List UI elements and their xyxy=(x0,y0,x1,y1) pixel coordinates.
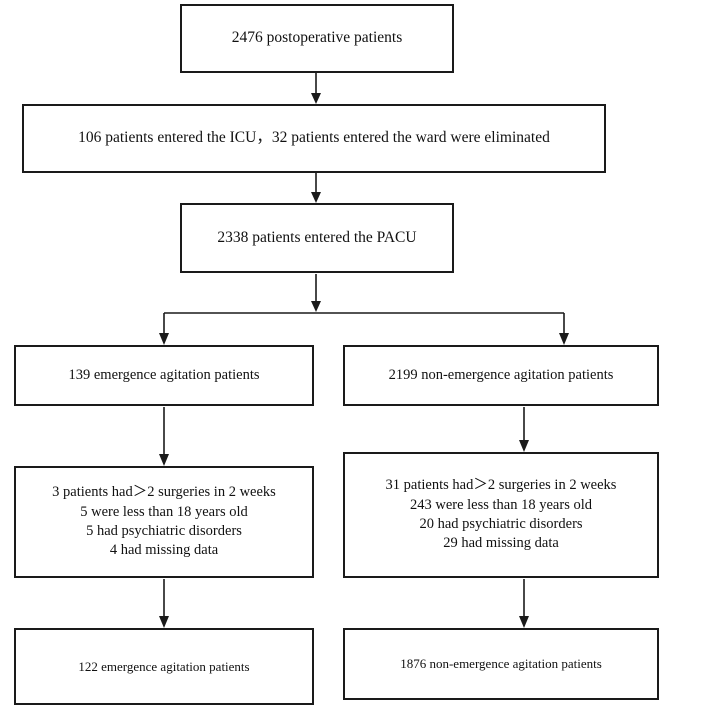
node-ea-exclusion-criteria-label: 3 patients had＞2 surgeries in 2 weeks 5 … xyxy=(52,484,276,559)
connector-excluded-to-pacu xyxy=(311,173,321,203)
node-excluded-icu-ward-label: 106 patients entered the ICU，32 patients… xyxy=(78,129,550,147)
connector-pacu-to-split xyxy=(311,274,321,312)
node-pacu-patients: 2338 patients entered the PACU xyxy=(180,203,454,273)
connector-ea-to-exclusions xyxy=(159,407,169,466)
node-pacu-patients-label: 2338 patients entered the PACU xyxy=(217,228,417,246)
node-excluded-icu-ward: 106 patients entered the ICU，32 patients… xyxy=(22,104,606,173)
node-final-emergence-agitation-label: 122 emergence agitation patients xyxy=(78,658,250,674)
connector-split-bracket xyxy=(159,312,569,345)
connector-ea-exclusions-to-final xyxy=(159,579,169,628)
connector-nonea-to-exclusions xyxy=(519,407,529,452)
node-total-patients: 2476 postoperative patients xyxy=(180,4,454,73)
node-nonea-exclusion-criteria: 31 patients had＞2 surgeries in 2 weeks 2… xyxy=(343,452,659,578)
node-emergence-agitation-label: 139 emergence agitation patients xyxy=(68,366,260,383)
connector-total-to-excluded xyxy=(311,73,321,104)
node-non-emergence-agitation-label: 2199 non-emergence agitation patients xyxy=(388,366,614,383)
node-final-emergence-agitation: 122 emergence agitation patients xyxy=(14,628,314,705)
node-non-emergence-agitation: 2199 non-emergence agitation patients xyxy=(343,345,659,406)
node-final-non-emergence-agitation-label: 1876 non-emergence agitation patients xyxy=(400,656,602,672)
node-final-non-emergence-agitation: 1876 non-emergence agitation patients xyxy=(343,628,659,700)
node-total-patients-label: 2476 postoperative patients xyxy=(231,29,403,47)
connector-nonea-exclusions-to-final xyxy=(519,579,529,628)
node-ea-exclusion-criteria: 3 patients had＞2 surgeries in 2 weeks 5 … xyxy=(14,466,314,578)
node-emergence-agitation: 139 emergence agitation patients xyxy=(14,345,314,406)
node-nonea-exclusion-criteria-label: 31 patients had＞2 surgeries in 2 weeks 2… xyxy=(385,477,617,552)
